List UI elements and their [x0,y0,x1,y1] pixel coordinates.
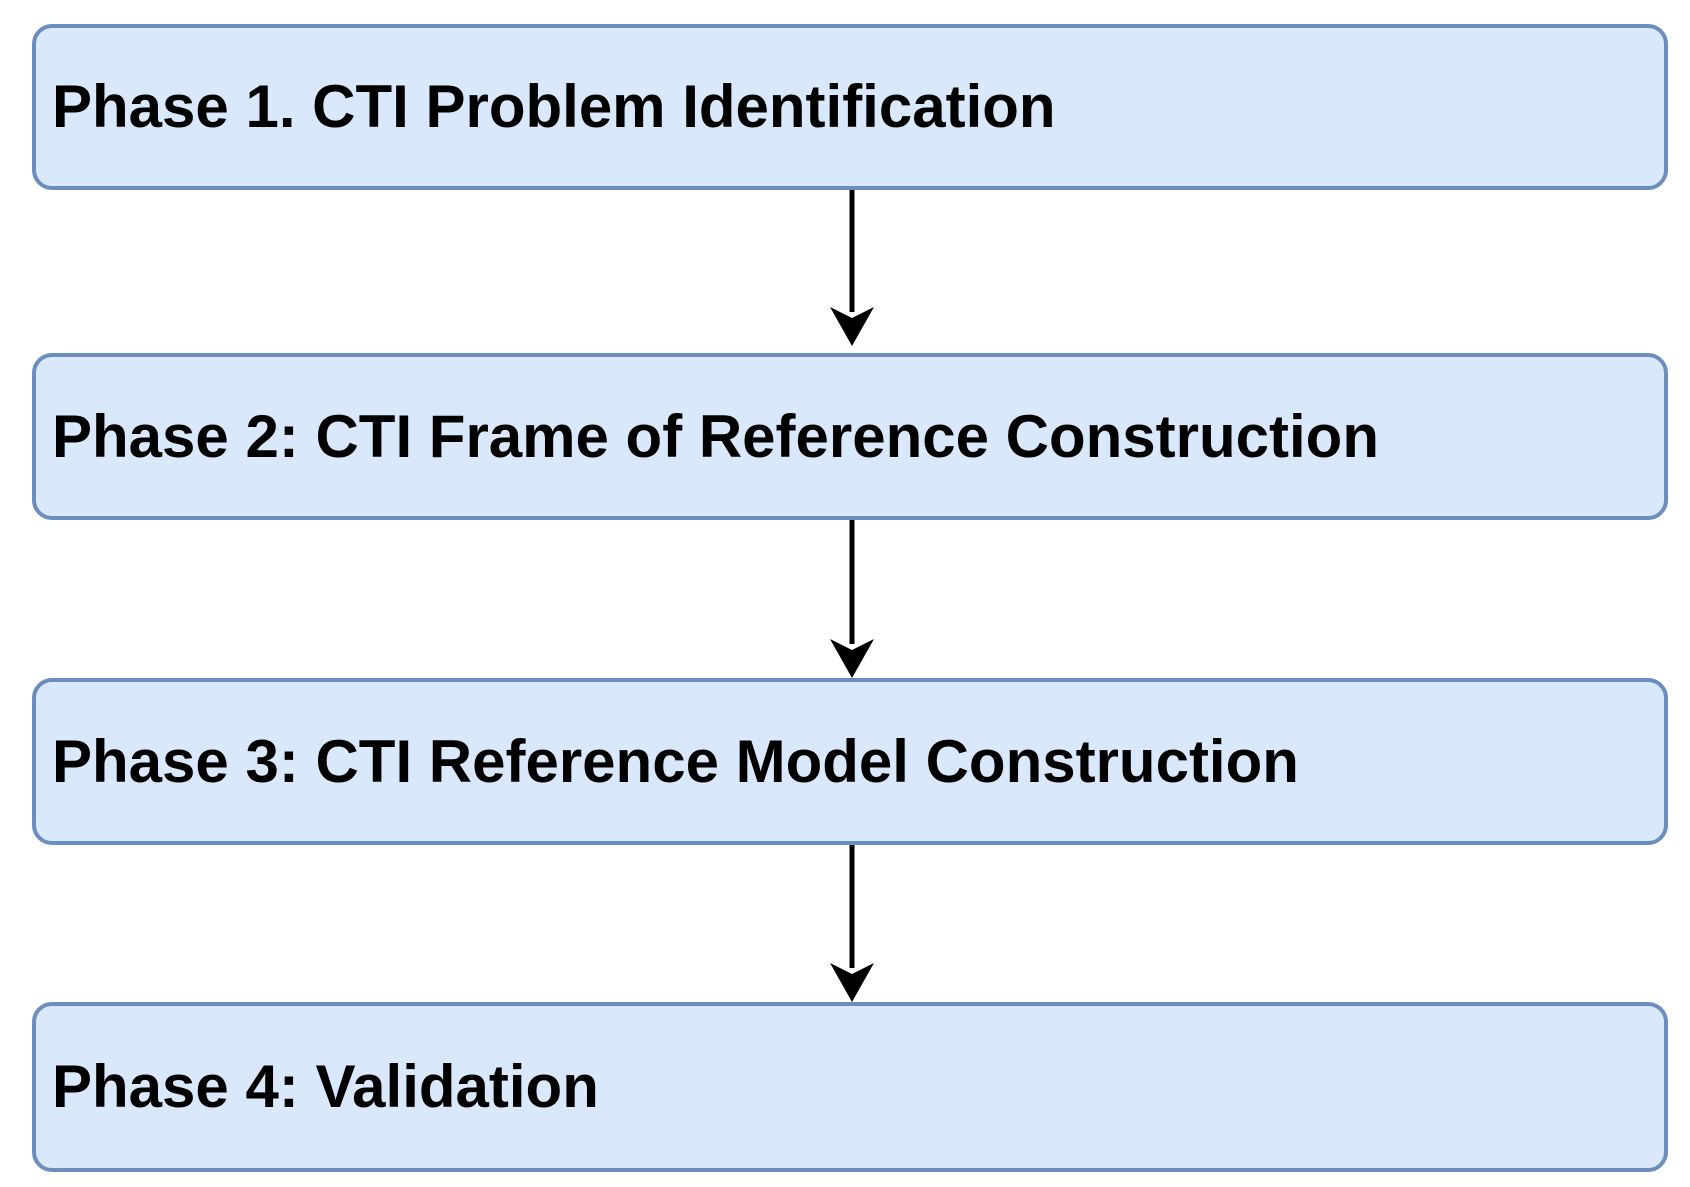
arrow-down-icon [824,190,880,346]
phase-3-label: Phase 3: CTI Reference Model Constructio… [52,727,1299,795]
phase-1-label: Phase 1. CTI Problem Identification [52,73,1056,140]
phase-1-node: Phase 1. CTI Problem Identification [32,24,1668,190]
arrow-down-icon [824,520,880,678]
arrow-down-icon [824,845,880,1002]
phase-2-node: Phase 2: CTI Frame of Reference Construc… [32,353,1668,520]
phase-2-label: Phase 2: CTI Frame of Reference Construc… [52,402,1379,470]
phase-4-node: Phase 4: Validation [32,1002,1668,1172]
phase-3-node: Phase 3: CTI Reference Model Constructio… [32,678,1668,845]
phase-4-label: Phase 4: Validation [52,1053,599,1120]
